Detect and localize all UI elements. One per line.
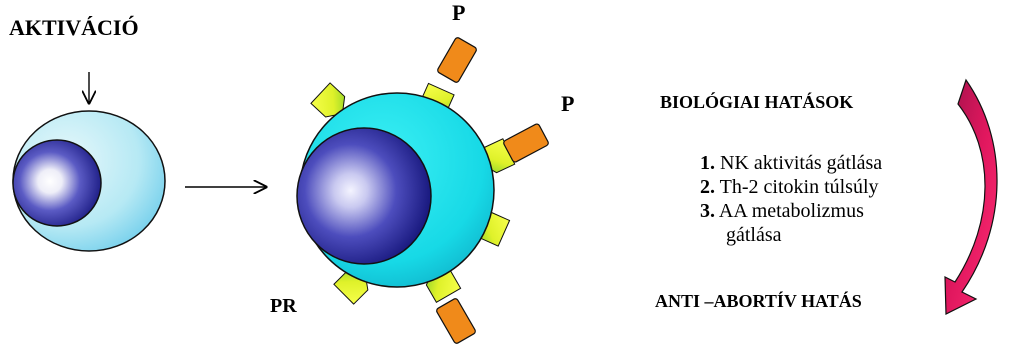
anti-abortive-title: ANTI –ABORTÍV HATÁS [655,292,862,310]
effect-item: 3. AA metabolizmus [700,199,882,223]
effect-text: AA metabolizmus [719,200,864,222]
effect-item: 2. Th-2 citokin túlsúly [700,175,882,199]
progesterone-label-right: P [561,93,574,115]
effect-number: 3. [700,200,715,222]
effect-continuation: gátlása [700,223,882,247]
effects-list: 1. NK aktivitás gátlása 2. Th-2 citokin … [700,151,882,247]
progesterone-top [437,37,478,84]
progesterone-label-top: P [452,2,465,24]
resting-cell [13,111,165,251]
effect-text: Th-2 citokin túlsúly [720,176,879,198]
curved-effect-arrow [945,80,997,314]
progesterone-bottom [436,298,477,345]
effect-number: 1. [700,152,715,174]
curved-arrow-shape [945,80,997,314]
biological-effects-title: BIOLÓGIAI HATÁSOK [660,93,853,111]
receptor-label: PR [270,296,297,316]
effect-item: 1. NK aktivitás gátlása [700,151,882,175]
resting-cell-nucleus [13,140,101,226]
effect-text: NK aktivitás gátlása [720,152,882,174]
effect-number: 2. [700,176,715,198]
activated-cell-nucleus [297,128,431,264]
activated-cell [297,93,494,287]
activation-label: AKTIVÁCIÓ [9,17,139,39]
